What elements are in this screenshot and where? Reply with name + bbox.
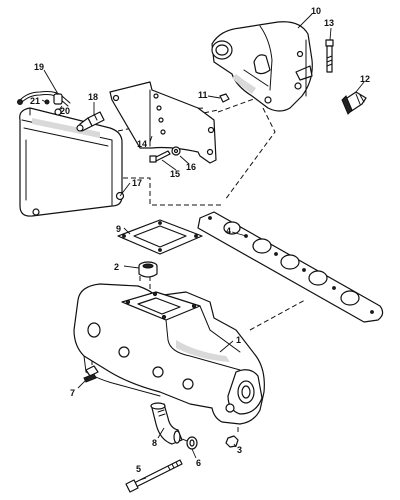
callout-10: 10 bbox=[311, 6, 321, 16]
callout-4: 4 bbox=[226, 226, 231, 236]
callout-15: 15 bbox=[170, 169, 180, 179]
callout-9: 9 bbox=[116, 224, 121, 234]
part-5-long-bolt bbox=[125, 459, 183, 493]
callout-2: 2 bbox=[114, 262, 119, 272]
callout-1: 1 bbox=[236, 335, 241, 345]
callout-6: 6 bbox=[196, 458, 201, 468]
part-12-hose-fitting bbox=[341, 91, 367, 115]
callout-7: 7 bbox=[70, 388, 75, 398]
callout-labels: 1 2 3 4 5 6 7 8 9 10 11 12 13 14 15 16 1… bbox=[30, 6, 370, 474]
callout-20: 20 bbox=[60, 106, 70, 116]
part-11-plug bbox=[219, 93, 230, 103]
part-10-exhaust-elbow bbox=[211, 21, 313, 112]
part-6-washer bbox=[186, 436, 198, 450]
part-19-hose-assembly bbox=[17, 91, 71, 107]
part-18-fitting bbox=[76, 111, 105, 132]
part-9-gasket bbox=[117, 219, 203, 255]
callout-19: 19 bbox=[34, 62, 44, 72]
callout-21: 21 bbox=[30, 96, 40, 106]
part-14-bracket bbox=[109, 81, 217, 164]
callout-12: 12 bbox=[360, 74, 370, 84]
part-16-washer bbox=[171, 146, 181, 156]
callout-14: 14 bbox=[137, 139, 147, 149]
callout-18: 18 bbox=[88, 92, 98, 102]
part-15-screw bbox=[149, 150, 171, 163]
part-2-pipe-plug bbox=[138, 261, 158, 278]
part-20-clamp bbox=[54, 108, 62, 116]
callout-5: 5 bbox=[136, 464, 141, 474]
part-8-elbow-fitting bbox=[150, 402, 183, 445]
part-4-manifold-gasket bbox=[197, 211, 384, 323]
callout-11: 11 bbox=[198, 90, 208, 100]
part-1-exhaust-manifold bbox=[73, 283, 265, 425]
part-3-nut bbox=[225, 435, 239, 448]
callout-16: 16 bbox=[186, 162, 196, 172]
part-13-bolt bbox=[325, 39, 334, 73]
part-17-heat-exchanger-box bbox=[19, 107, 125, 217]
callout-17: 17 bbox=[132, 178, 142, 188]
callout-3: 3 bbox=[237, 445, 242, 455]
callout-13: 13 bbox=[324, 18, 334, 28]
callout-8: 8 bbox=[152, 438, 157, 448]
leader-lines bbox=[41, 13, 365, 481]
